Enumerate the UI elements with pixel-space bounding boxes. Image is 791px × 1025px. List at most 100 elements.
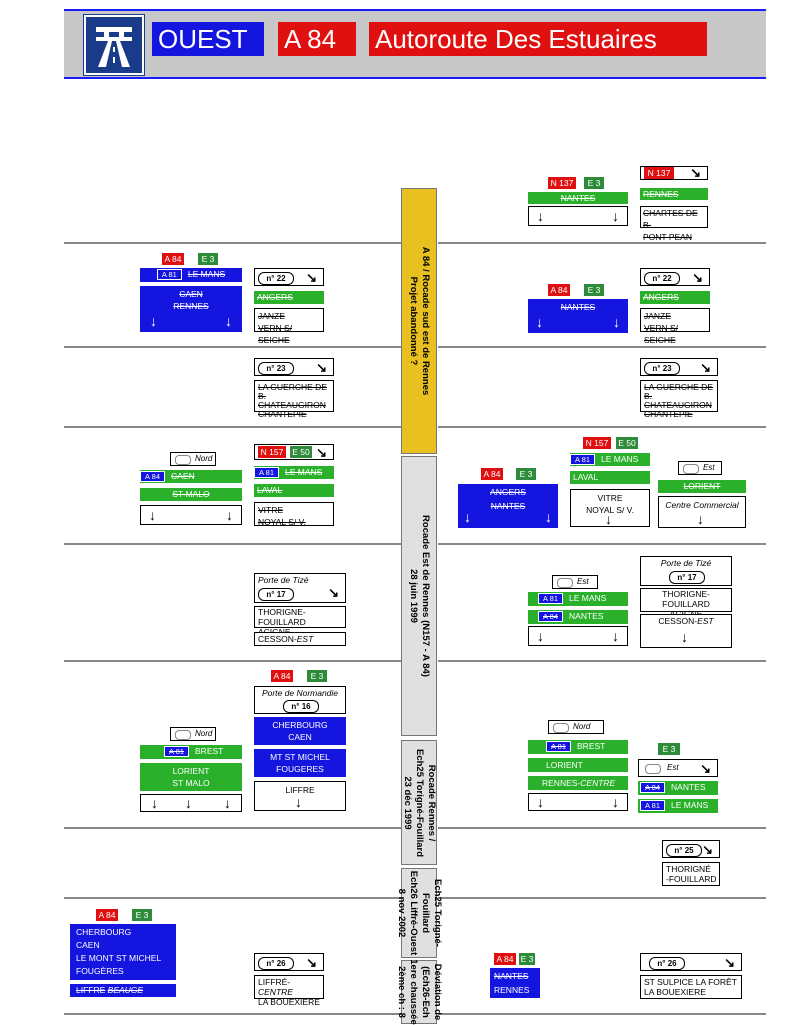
sign-liffre: LIFFRE ↓ — [254, 781, 346, 811]
compass-icon — [175, 455, 191, 465]
e3-tag: E 3 — [584, 177, 604, 189]
sign-centre-commercial: Centre Commercial ↓ — [658, 496, 746, 528]
n137-tag: N 137 — [548, 177, 576, 189]
e50-tag: E 50 — [616, 437, 638, 449]
nord-direction: Nord — [170, 727, 216, 741]
compass-icon — [553, 723, 569, 733]
a84-tag: A 84 — [494, 953, 516, 965]
arrow-diagonal-icon: ↘ — [700, 360, 711, 375]
sign-arrows: ↓ ↓ — [528, 626, 628, 646]
a84-tag: A 84 — [162, 253, 184, 265]
arrow-down-icon: ↓ — [149, 507, 156, 523]
arrow-down-icon: ↓ — [226, 507, 233, 523]
arrow-diagonal-icon: ↘ — [328, 585, 339, 600]
arrow-down-icon: ↓ — [150, 313, 157, 329]
exit-26-sign: n° 26↘ — [640, 953, 742, 971]
arrow-diagonal-icon: ↘ — [700, 761, 711, 776]
e3-tag: E 3 — [584, 284, 604, 296]
road-line — [438, 1013, 766, 1015]
arrow-down-icon: ↓ — [612, 794, 619, 810]
nord-direction: Nord — [170, 452, 216, 466]
compass-icon — [645, 764, 661, 774]
exit-26-sign: n° 26↘ — [254, 953, 324, 971]
arrow-down-icon: ↓ — [536, 314, 543, 330]
a84-tag: A 84 — [96, 909, 118, 921]
sign-arrows: ↓ ↓ ↓ — [140, 794, 242, 812]
sign-angers: ANGERS — [640, 291, 710, 304]
e3-tag: E 3 — [516, 468, 536, 480]
arrow-diagonal-icon: ↘ — [316, 360, 327, 375]
sign-rennes-centre: RENNES-CENTRE — [528, 776, 628, 790]
arrow-down-icon: ↓ — [681, 629, 688, 645]
exit-23-sign: n° 23↘ — [254, 358, 334, 376]
arrow-diagonal-icon: ↘ — [306, 955, 317, 970]
sign-laval: LAVAL — [254, 484, 334, 497]
road-line — [64, 660, 402, 662]
arrow-down-icon: ↓ — [151, 795, 158, 811]
exit-23-sign: n° 23↘ — [640, 358, 718, 376]
est-direction: Est ↘ — [638, 759, 718, 777]
arrow-down-icon: ↓ — [224, 795, 231, 811]
arrow-diagonal-icon: ↘ — [690, 165, 701, 180]
compass-icon — [683, 464, 699, 474]
road-line — [438, 660, 766, 662]
arrow-diagonal-icon: ↘ — [702, 842, 713, 857]
compass-icon — [557, 578, 573, 588]
est-direction: Est — [552, 575, 598, 589]
arrow-down-icon: ↓ — [605, 511, 612, 527]
sign-nantes: NANTES — [528, 192, 628, 204]
a84-tag: A 84 — [271, 670, 293, 682]
exit-25-sign: n° 25↘ — [662, 840, 720, 858]
road-line — [64, 242, 402, 244]
sign-thorigne: THORIGNÉ-FOUILLARD — [662, 862, 720, 886]
road-line — [438, 426, 766, 428]
motorway-logo — [84, 15, 144, 75]
exit-22-sign: n° 22↘ — [254, 268, 324, 286]
arrow-down-icon: ↓ — [537, 628, 544, 644]
arrow-diagonal-icon: ↘ — [724, 955, 735, 970]
segment-rocade-est: Rocade Est de Rennes (N157 - A 84)28 jui… — [401, 456, 437, 736]
arrow-down-icon: ↓ — [464, 509, 471, 525]
road-number: A 84 — [278, 22, 356, 56]
road-line — [64, 897, 402, 899]
arrow-down-icon: ↓ — [185, 795, 192, 811]
compass-icon — [175, 730, 191, 740]
est-direction: Est — [678, 461, 722, 475]
arrow-down-icon: ↓ — [613, 314, 620, 330]
sign-arrows: ↓ ↓ — [528, 793, 628, 811]
arrow-down-icon: ↓ — [537, 208, 544, 224]
sign-thorigne: THORIGNE-FOUILLARDACIGNE — [254, 606, 346, 637]
exit-17-sign: Porte de Tizé n° 17 — [640, 556, 732, 586]
arrow-diagonal-icon: ↘ — [692, 270, 703, 285]
n157-e50-direction: N 157 E 50 ↘ — [254, 444, 334, 460]
road-line — [64, 346, 402, 348]
e3-tag: E 3 — [307, 670, 327, 682]
road-line — [438, 897, 766, 899]
e3-tag: E 3 — [658, 743, 680, 755]
sign-cesson: CESSON-EST — [254, 632, 346, 646]
sign-thorigne: THORIGNE-FOUILLARDACIGNE — [640, 588, 732, 619]
road-line — [438, 346, 766, 348]
e3-tag: E 3 — [519, 953, 535, 965]
sign-laval: LAVAL — [570, 471, 650, 484]
arrow-down-icon: ↓ — [295, 794, 302, 810]
road-line — [64, 1013, 402, 1015]
sign-angers: ANGERS — [254, 291, 324, 304]
